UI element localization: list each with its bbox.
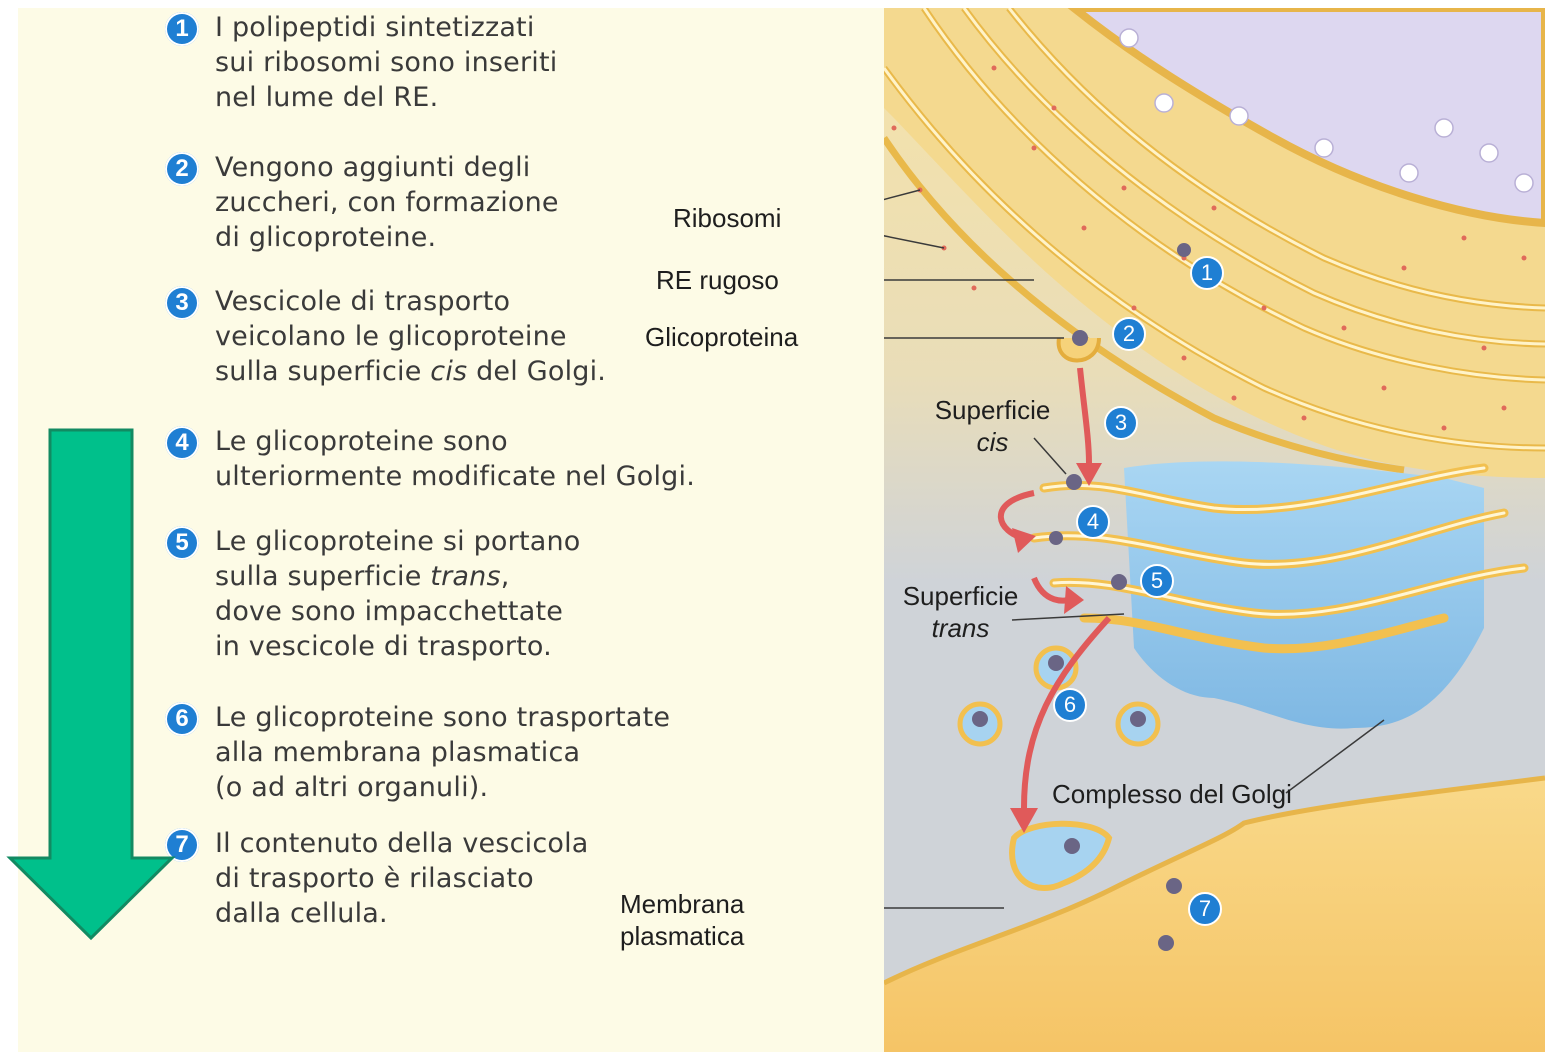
- illustration-badge-1: 1: [1190, 256, 1224, 290]
- step-5-text: Le glicoproteine si portano sulla superf…: [215, 524, 725, 664]
- step-6-text: Le glicoproteine sono trasportate alla m…: [215, 700, 725, 805]
- illustration-badge-5: 5: [1140, 564, 1174, 598]
- step-1-text: I polipeptidi sintetizzati sui ribosomi …: [215, 10, 725, 115]
- illustration-badge-7: 7: [1188, 892, 1222, 926]
- glycoprotein-2: [1072, 330, 1088, 346]
- label-membrana-plasmatica: Membrana plasmatica: [620, 888, 744, 952]
- illustration-badge-6: 6: [1053, 688, 1087, 722]
- label-glicoproteina: Glicoproteina: [645, 321, 798, 353]
- label-re-rugoso: RE rugoso: [656, 264, 779, 296]
- label-superficie-trans: Superficie trans: [893, 580, 1028, 644]
- step-2: 2 Vengono aggiunti degli zuccheri, con f…: [165, 150, 725, 255]
- label-complesso-golgi: Complesso del Golgi: [1052, 778, 1292, 810]
- illustration-badge-4: 4: [1076, 505, 1110, 539]
- step-3: 3 Vescicole di trasporto veicolano le gl…: [165, 284, 725, 389]
- step-4: 4 Le glicoproteine sono ulteriormente mo…: [165, 424, 725, 494]
- polypeptide-1: [1177, 243, 1191, 257]
- label-ribosomi: Ribosomi: [673, 202, 781, 234]
- step-2-text: Vengono aggiunti degli zuccheri, con for…: [215, 150, 725, 255]
- illustration-badge-3: 3: [1104, 406, 1138, 440]
- step-4-text: Le glicoproteine sono ulteriormente modi…: [215, 424, 725, 494]
- label-superficie-cis: Superficie cis: [925, 394, 1060, 458]
- illustration-badge-2: 2: [1112, 317, 1146, 351]
- step-6: 6 Le glicoproteine sono trasportate alla…: [165, 700, 725, 805]
- step-5: 5 Le glicoproteine si portano sulla supe…: [165, 524, 725, 664]
- step-1: 1 I polipeptidi sintetizzati sui ribosom…: [165, 10, 725, 115]
- green-down-arrow: [0, 0, 200, 960]
